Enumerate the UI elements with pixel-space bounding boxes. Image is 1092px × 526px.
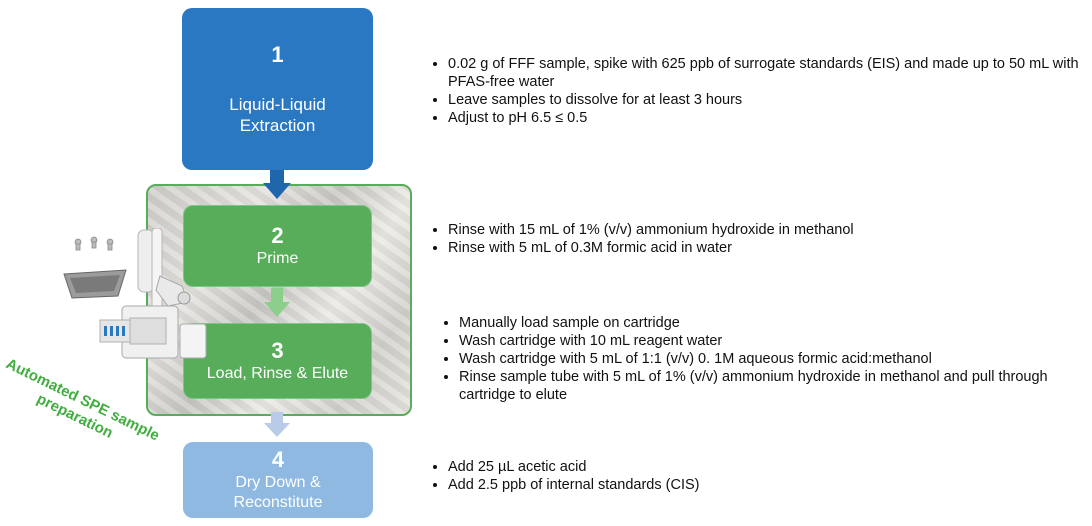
step-number: 1	[271, 42, 284, 67]
step-4-box: 4 Dry Down & Reconstitute	[183, 442, 373, 518]
list-item: Rinse with 15 mL of 1% (v/v) ammonium hy…	[448, 221, 1068, 239]
step-title-line: Dry Down &	[235, 474, 321, 491]
spe-label: Automated SPE sample preparation	[3, 355, 163, 445]
step-4-bullets: Add 25 µL acetic acid Add 2.5 ppb of int…	[426, 458, 1068, 494]
arrow-down-icon	[263, 170, 291, 199]
step-number: 4	[271, 447, 285, 472]
list-item: Wash cartridge with 5 mL of 1:1 (v/v) 0.…	[459, 350, 1079, 368]
step-title-line: Reconstitute	[233, 494, 323, 511]
step-3-box: 3 Load, Rinse & Elute	[183, 323, 372, 399]
step-number: 3	[271, 338, 284, 363]
step-number: 2	[271, 223, 284, 248]
arrow-down-icon	[264, 288, 290, 317]
list-item: Add 2.5 ppb of internal standards (CIS)	[448, 476, 1068, 494]
step-title: Load, Rinse & Elute	[206, 365, 349, 382]
step-title: Liquid-Liquid Extraction	[229, 94, 325, 136]
step-3-bullets: Manually load sample on cartridge Wash c…	[437, 314, 1079, 404]
list-item: Leave samples to dissolve for at least 3…	[448, 91, 1092, 109]
arrow-down-icon	[264, 412, 290, 437]
step-title: Dry Down & Reconstitute	[234, 473, 323, 513]
spe-robot-icon	[63, 228, 207, 359]
step-1-box: 1 Liquid-Liquid Extraction	[182, 8, 373, 170]
step-title-line: Liquid-Liquid	[229, 95, 326, 114]
list-item: Manually load sample on cartridge	[459, 314, 1079, 332]
list-item: Wash cartridge with 10 mL reagent water	[459, 332, 1079, 350]
list-item: Add 25 µL acetic acid	[448, 458, 1068, 476]
step-2-bullets: Rinse with 15 mL of 1% (v/v) ammonium hy…	[426, 221, 1068, 257]
step-title-line: Extraction	[239, 116, 316, 135]
step-1-bullets: 0.02 g of FFF sample, spike with 625 ppb…	[426, 55, 1092, 127]
list-item: 0.02 g of FFF sample, spike with 625 ppb…	[448, 55, 1092, 91]
step-title: Prime	[256, 250, 299, 267]
step-2-box: 2 Prime	[183, 205, 372, 287]
list-item: Adjust to pH 6.5 ≤ 0.5	[448, 109, 1092, 127]
list-item: Rinse sample tube with 5 mL of 1% (v/v) …	[459, 368, 1079, 404]
list-item: Rinse with 5 mL of 0.3M formic acid in w…	[448, 239, 1068, 257]
